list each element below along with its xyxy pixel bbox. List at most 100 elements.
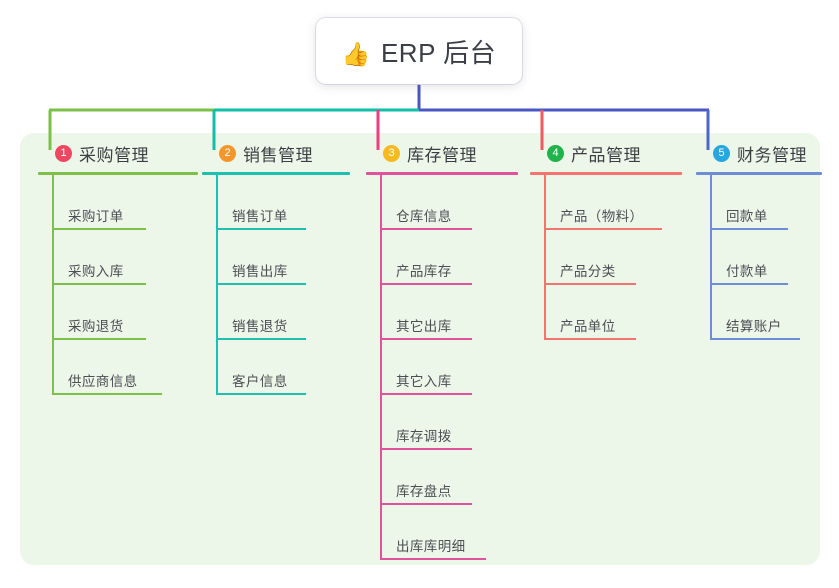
list-item-label: 结算账户 xyxy=(726,319,782,334)
list-item-label: 产品分类 xyxy=(560,264,616,279)
list-item[interactable]: 产品单位 xyxy=(544,285,682,340)
column-title-5: 财务管理 xyxy=(737,145,807,165)
column-rule-2 xyxy=(202,172,350,175)
list-item-label: 出库库明细 xyxy=(396,539,466,554)
column-badge-3: 3 xyxy=(383,144,400,162)
column-badge-5: 5 xyxy=(713,144,730,162)
column-badge-1: 1 xyxy=(55,144,72,162)
column-rule-3 xyxy=(366,172,518,175)
column-5: 5 财务管理回款单付款单结算账户 xyxy=(696,140,822,340)
list-item-label: 付款单 xyxy=(726,264,768,279)
list-item-label: 产品库存 xyxy=(396,264,452,279)
list-item[interactable]: 回款单 xyxy=(710,175,822,230)
list-item[interactable]: 产品（物料） xyxy=(544,175,682,230)
list-item[interactable]: 供应商信息 xyxy=(52,340,198,395)
list-item[interactable]: 其它入库 xyxy=(380,340,518,395)
list-item-label: 销售出库 xyxy=(232,264,288,279)
column-header-3[interactable]: 3 库存管理 xyxy=(366,140,518,166)
list-item[interactable]: 产品库存 xyxy=(380,230,518,285)
root-node-label: ERP 后台 xyxy=(380,37,497,68)
column-rule-1 xyxy=(38,172,198,175)
list-item-underline xyxy=(52,393,162,395)
list-item-underline xyxy=(380,338,472,340)
column-spine-2 xyxy=(216,175,218,395)
thumbs-up-icon: 👍 xyxy=(341,40,371,67)
list-item[interactable]: 出库库明细 xyxy=(380,505,518,560)
list-item[interactable]: 库存盘点 xyxy=(380,450,518,505)
list-item[interactable]: 采购入库 xyxy=(52,230,198,285)
column-spine-3 xyxy=(380,175,382,560)
column-title-3: 库存管理 xyxy=(407,145,477,165)
column-header-4[interactable]: 4 产品管理 xyxy=(530,140,682,166)
list-item-underline xyxy=(544,283,636,285)
column-badge-2: 2 xyxy=(219,144,236,162)
column-header-1[interactable]: 1 采购管理 xyxy=(38,140,198,166)
list-item-underline xyxy=(216,338,306,340)
list-item-label: 采购订单 xyxy=(68,209,124,224)
column-3: 3 库存管理仓库信息产品库存其它出库其它入库库存调拨库存盘点出库库明细 xyxy=(366,140,518,560)
list-item-underline xyxy=(216,228,306,230)
list-item-label: 仓库信息 xyxy=(396,209,452,224)
list-item-underline xyxy=(710,228,788,230)
column-rule-4 xyxy=(530,172,682,175)
column-4: 4 产品管理产品（物料） 产品分类产品单位 xyxy=(530,140,682,340)
column-items-5: 回款单付款单结算账户 xyxy=(696,175,822,340)
column-spine-4 xyxy=(544,175,546,340)
root-node-erp-backend[interactable]: 👍 ERP 后台 xyxy=(316,18,522,84)
list-item-label: 采购退货 xyxy=(68,319,124,334)
column-header-2[interactable]: 2 销售管理 xyxy=(202,140,350,166)
list-item-label: 产品（物料） xyxy=(560,209,644,224)
list-item-label: 销售订单 xyxy=(232,209,288,224)
column-title-2: 销售管理 xyxy=(243,145,313,165)
list-item-label: 其它出库 xyxy=(396,319,452,334)
list-item-label: 客户信息 xyxy=(232,374,288,389)
list-item[interactable]: 客户信息 xyxy=(216,340,350,395)
column-title-1: 采购管理 xyxy=(79,145,149,165)
list-item-underline xyxy=(216,283,306,285)
list-item-underline xyxy=(380,448,472,450)
list-item[interactable]: 其它出库 xyxy=(380,285,518,340)
list-item-underline xyxy=(380,283,472,285)
list-item-underline xyxy=(710,283,788,285)
root-node-title: 👍 ERP 后台 xyxy=(342,33,496,70)
column-badge-4: 4 xyxy=(547,144,564,162)
list-item-underline xyxy=(544,228,662,230)
list-item-label: 产品单位 xyxy=(560,319,616,334)
column-rule-5 xyxy=(696,172,822,175)
list-item[interactable]: 付款单 xyxy=(710,230,822,285)
list-item[interactable]: 采购订单 xyxy=(52,175,198,230)
column-items-2: 销售订单销售出库销售退货客户信息 xyxy=(202,175,350,395)
column-items-4: 产品（物料） 产品分类产品单位 xyxy=(530,175,682,340)
list-item-underline xyxy=(380,228,472,230)
list-item-underline xyxy=(544,338,636,340)
list-item[interactable]: 销售出库 xyxy=(216,230,350,285)
list-item-label: 库存调拨 xyxy=(396,429,452,444)
list-item[interactable]: 销售退货 xyxy=(216,285,350,340)
list-item[interactable]: 仓库信息 xyxy=(380,175,518,230)
list-item-label: 库存盘点 xyxy=(396,484,452,499)
list-item-label: 回款单 xyxy=(726,209,768,224)
column-spine-5 xyxy=(710,175,712,340)
list-item-underline xyxy=(52,228,146,230)
list-item-label: 其它入库 xyxy=(396,374,452,389)
column-title-4: 产品管理 xyxy=(571,145,641,165)
list-item-underline xyxy=(380,558,486,560)
list-item[interactable]: 产品分类 xyxy=(544,230,682,285)
column-spine-1 xyxy=(52,175,54,395)
list-item[interactable]: 销售订单 xyxy=(216,175,350,230)
list-item[interactable]: 结算账户 xyxy=(710,285,822,340)
list-item-underline xyxy=(52,283,146,285)
list-item-label: 供应商信息 xyxy=(68,374,138,389)
column-header-5[interactable]: 5 财务管理 xyxy=(696,140,822,166)
list-item-underline xyxy=(216,393,306,395)
list-item-label: 采购入库 xyxy=(68,264,124,279)
list-item[interactable]: 库存调拨 xyxy=(380,395,518,450)
list-item[interactable]: 采购退货 xyxy=(52,285,198,340)
list-item-underline xyxy=(380,393,472,395)
column-items-1: 采购订单采购入库采购退货供应商信息 xyxy=(38,175,198,395)
column-2: 2 销售管理销售订单销售出库销售退货客户信息 xyxy=(202,140,350,395)
list-item-underline xyxy=(710,338,800,340)
column-items-3: 仓库信息产品库存其它出库其它入库库存调拨库存盘点出库库明细 xyxy=(366,175,518,560)
list-item-underline xyxy=(52,338,146,340)
column-1: 1 采购管理采购订单采购入库采购退货供应商信息 xyxy=(38,140,198,395)
